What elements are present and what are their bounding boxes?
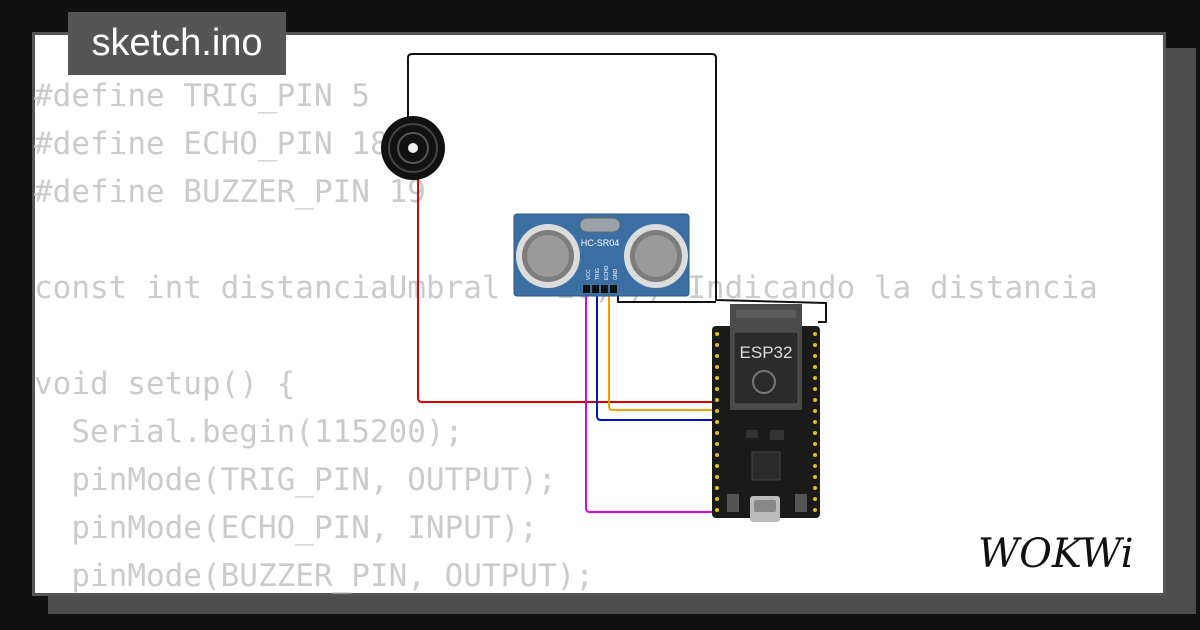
code-line: pinMode(TRIG_PIN, OUTPUT); <box>34 462 557 498</box>
filename-tab: sketch.ino <box>68 12 286 75</box>
wire-echo <box>596 293 818 421</box>
ultrasonic-sensor[interactable]: HC-SR04 VCC TRIG ECHO GND <box>513 213 690 297</box>
sensor-pin-header <box>583 285 617 293</box>
code-line: #define BUZZER_PIN 19 <box>34 174 426 210</box>
sensor-pin-label: GND <box>613 269 619 281</box>
code-line: #define TRIG_PIN 5 <box>34 78 370 114</box>
sensor-pin-label: TRIG <box>595 268 601 280</box>
code-line: Serial.begin(115200); <box>34 414 464 450</box>
code-line: void setup() { <box>34 366 296 402</box>
buzzer-component[interactable] <box>381 116 445 180</box>
sensor-label: HC-SR04 <box>581 238 620 248</box>
sensor-pin-label: VCC <box>586 269 592 280</box>
esp32-pins-left <box>715 332 719 512</box>
wire-ground-loop <box>407 53 827 323</box>
preview-card <box>32 32 1166 596</box>
boot-button[interactable] <box>795 494 807 512</box>
espressif-logo-icon <box>752 370 776 394</box>
code-line: pinMode(ECHO_PIN, INPUT); <box>34 510 538 546</box>
enable-button[interactable] <box>727 494 739 512</box>
wires <box>407 53 827 513</box>
wire-vcc <box>585 293 718 513</box>
wokwi-logo-text: WOKWi <box>978 531 1134 577</box>
code-line: #define ECHO_PIN 18 <box>34 126 389 162</box>
sensor-transducer-right <box>624 224 688 288</box>
code-line: pinMode(BUZZER_PIN, OUTPUT); <box>34 558 594 594</box>
wire-trig <box>608 293 818 411</box>
wokwi-logo-icon: WOKWi <box>978 531 1134 577</box>
esp32-pins-right <box>813 332 817 512</box>
esp32-label: ESP32 <box>740 343 793 362</box>
sensor-pin-label: ECHO <box>604 265 610 280</box>
esp32-board[interactable]: ESP32 <box>712 304 820 522</box>
sensor-transducer-left <box>516 224 580 288</box>
code-preview: #define TRIG_PIN 5 #define ECHO_PIN 18 #de… <box>34 72 1096 600</box>
wire-buzzer-signal <box>417 160 818 403</box>
